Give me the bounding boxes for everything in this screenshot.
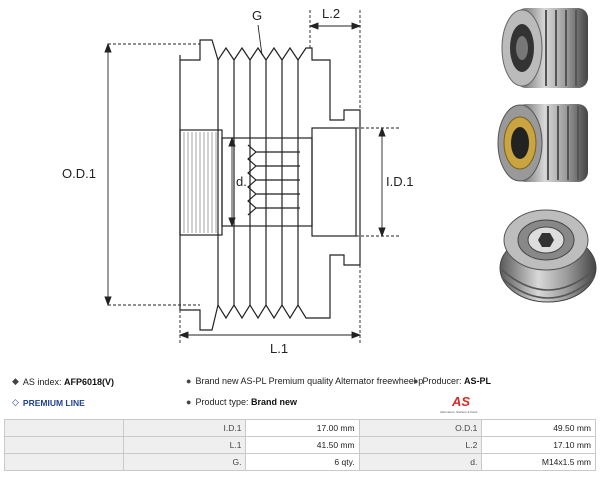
photo-top-view [499, 209, 597, 303]
as-index: ◆ AS index: AFP6018(V) [12, 376, 114, 387]
product-type: ● Product type: Brand new [186, 397, 297, 407]
producer-icon: ● [413, 376, 419, 386]
label-l2: L.2 [322, 6, 340, 21]
label-l1: L.1 [270, 341, 288, 356]
spec-key: L.2 [358, 436, 483, 454]
table-row: L.1 41.50 mm L.2 17.10 mm [4, 436, 596, 454]
technical-drawing: G L.2 O.D.1 d. I.D.1 L.1 [62, 6, 413, 356]
producer-value: AS-PL [463, 376, 491, 386]
as-logo: AS Alternators, Starters & Parts [440, 394, 478, 414]
description-text: Brand new AS-PL Premium quality Alternat… [195, 376, 424, 386]
thread [247, 144, 300, 216]
row-spacer [4, 453, 124, 471]
table-row: G. 6 qty. d. M14x1.5 mm [4, 453, 596, 471]
spec-value: 41.50 mm [245, 436, 360, 454]
as-index-value[interactable]: AFP6018(V) [63, 376, 114, 387]
premium-line-label: PREMIUM LINE [22, 397, 85, 408]
spec-key: O.D.1 [358, 419, 483, 437]
spec-value: 49.50 mm [481, 419, 596, 437]
product-info: ◆ AS index: AFP6018(V) ◇ PREMIUM LINE ● … [0, 372, 600, 416]
logo-tagline: Alternators, Starters & Parts [440, 410, 478, 414]
label-d: d. [236, 174, 247, 189]
spec-value: 6 qty. [245, 453, 360, 471]
diamond-icon: ◇ [12, 397, 19, 407]
spec-value: 17.10 mm [481, 436, 596, 454]
table-row: I.D.1 17.00 mm O.D.1 49.50 mm [4, 419, 596, 437]
product-photos [497, 8, 597, 303]
label-g: G [252, 8, 262, 23]
description: ● Brand new AS-PL Premium quality Altern… [186, 376, 423, 386]
tag-icon: ◆ [12, 376, 19, 386]
spec-value: M14x1.5 mm [481, 453, 596, 471]
row-spacer [4, 419, 124, 437]
as-index-label: AS index: [22, 376, 62, 387]
photo-side-view [501, 8, 588, 88]
spec-table: I.D.1 17.00 mm O.D.1 49.50 mm L.1 41.50 … [4, 419, 596, 471]
row-spacer [4, 436, 124, 454]
info-icon: ● [186, 397, 192, 407]
spec-value: 17.00 mm [245, 419, 360, 437]
label-id1: I.D.1 [386, 174, 413, 189]
info-icon: ● [186, 376, 192, 386]
producer-label: Producer: [422, 376, 462, 386]
producer: ● Producer: AS-PL [413, 376, 491, 386]
pulley-profile [179, 39, 361, 331]
spec-key: G. [122, 453, 247, 471]
spec-key: d. [358, 453, 483, 471]
logo-text: AS [451, 394, 470, 409]
product-type-label: Product type: [195, 397, 249, 407]
product-type-value: Brand new [250, 397, 297, 407]
spec-key: I.D.1 [122, 419, 247, 437]
photo-angled-view [497, 104, 588, 182]
premium-line: ◇ PREMIUM LINE [12, 397, 85, 408]
label-od1: O.D.1 [62, 166, 96, 181]
spec-key: L.1 [122, 436, 247, 454]
